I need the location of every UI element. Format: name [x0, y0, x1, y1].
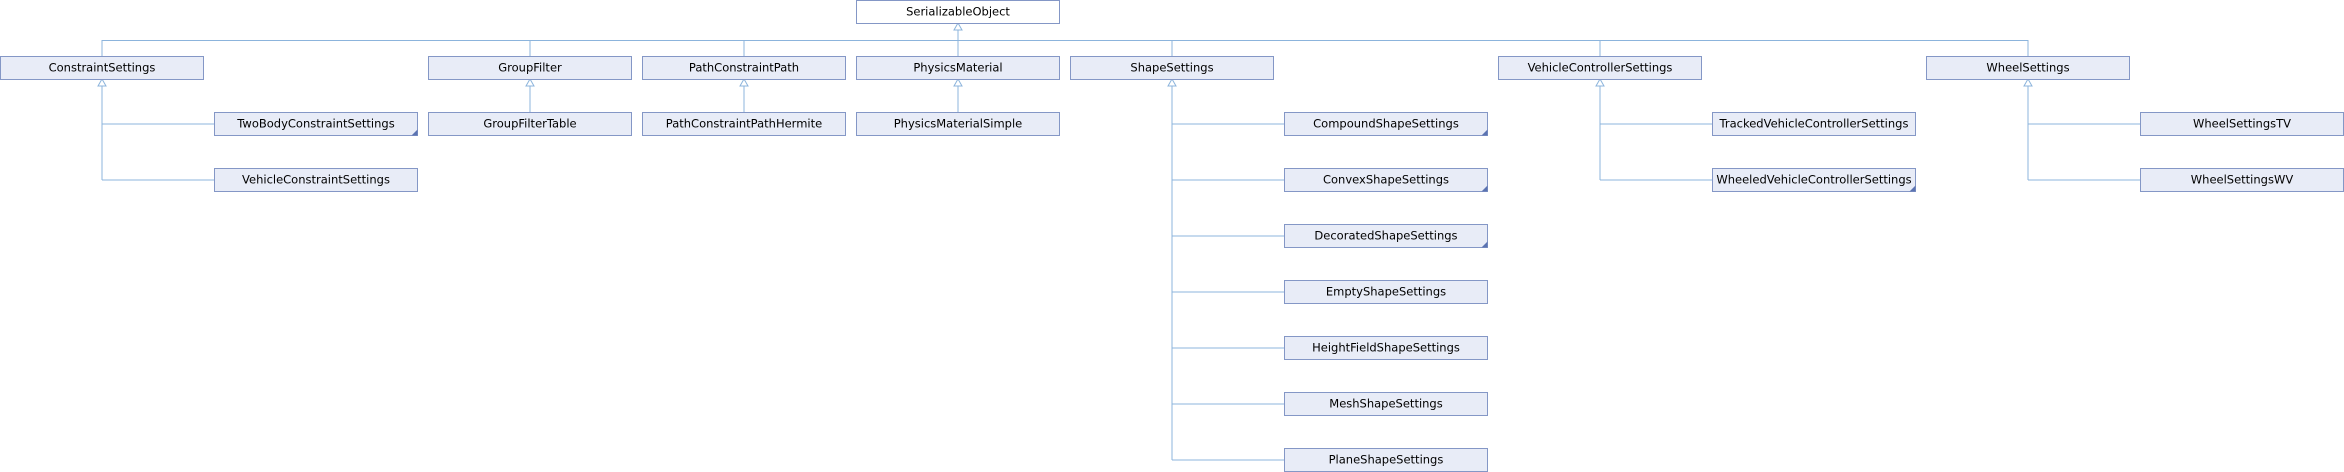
class-label: GroupFilter: [498, 61, 562, 75]
class-node-root[interactable]: SerializableObject: [856, 0, 1060, 24]
class-box: [856, 0, 1060, 24]
class-label: ConvexShapeSettings: [1323, 173, 1449, 187]
class-label: ConstraintSettings: [49, 61, 156, 75]
more-subclasses-indicator-icon: [1481, 241, 1488, 248]
class-box: [0, 56, 204, 80]
class-node-wheelwv[interactable]: WheelSettingsWV: [2140, 168, 2344, 192]
more-subclasses-indicator-icon: [411, 129, 418, 136]
edge-arrowhead-n_vehiclectrl: [1595, 77, 1605, 87]
edge-arrowhead-n_wheel: [2023, 77, 2033, 87]
edge-arrowhead-n_groupfilter: [525, 77, 535, 87]
class-label: HeightFieldShapeSettings: [1312, 341, 1460, 355]
class-box: [856, 56, 1060, 80]
class-label: DecoratedShapeSettings: [1314, 229, 1457, 243]
class-label: WheeledVehicleControllerSettings: [1716, 173, 1911, 187]
class-box: [1284, 280, 1488, 304]
class-node-wheeled[interactable]: WheeledVehicleControllerSettings: [1712, 168, 1916, 192]
class-node-constraint[interactable]: ConstraintSettings: [0, 56, 204, 80]
class-node-vehicleconstraint[interactable]: VehicleConstraintSettings: [214, 168, 418, 192]
class-label: PlaneShapeSettings: [1329, 453, 1444, 467]
class-label: PathConstraintPath: [689, 61, 799, 75]
class-node-groupfilter[interactable]: GroupFilter: [428, 56, 632, 80]
class-node-heightfield[interactable]: HeightFieldShapeSettings: [1284, 336, 1488, 360]
class-node-pathhermite[interactable]: PathConstraintPathHermite: [642, 112, 846, 136]
class-node-physmat[interactable]: PhysicsMaterial: [856, 56, 1060, 80]
class-label: WheelSettingsTV: [2193, 117, 2291, 131]
class-node-pathconstraint[interactable]: PathConstraintPath: [642, 56, 846, 80]
class-node-empty[interactable]: EmptyShapeSettings: [1284, 280, 1488, 304]
class-box: [1498, 56, 1702, 80]
class-label: TrackedVehicleControllerSettings: [1719, 117, 1909, 131]
class-label: WheelSettings: [1986, 61, 2069, 75]
class-box: [856, 112, 1060, 136]
class-box: [1712, 168, 1916, 192]
edge-root-arrowhead: [953, 21, 963, 31]
class-node-twobody[interactable]: TwoBodyConstraintSettings: [214, 112, 418, 136]
class-label: SerializableObject: [906, 5, 1010, 19]
class-node-plane[interactable]: PlaneShapeSettings: [1284, 448, 1488, 472]
class-label: PhysicsMaterial: [913, 61, 1002, 75]
edge-arrowhead-n_physmat: [953, 77, 963, 87]
class-label: MeshShapeSettings: [1329, 397, 1442, 411]
class-box: [1070, 56, 1274, 80]
class-box: [428, 56, 632, 80]
class-node-vehiclectrl[interactable]: VehicleControllerSettings: [1498, 56, 1702, 80]
class-label: PathConstraintPathHermite: [666, 117, 822, 131]
class-node-wheeltv[interactable]: WheelSettingsTV: [2140, 112, 2344, 136]
class-label: CompoundShapeSettings: [1313, 117, 1459, 131]
inheritance-edges: [97, 21, 2140, 461]
class-node-wheel[interactable]: WheelSettings: [1926, 56, 2130, 80]
edge-arrowhead-n_shape: [1167, 77, 1177, 87]
class-box: [1712, 112, 1916, 136]
class-node-mesh[interactable]: MeshShapeSettings: [1284, 392, 1488, 416]
class-box: [1926, 56, 2130, 80]
edge-arrowhead-n_constraint: [97, 77, 107, 87]
more-subclasses-indicator-icon: [1481, 129, 1488, 136]
class-node-groupfiltertable[interactable]: GroupFilterTable: [428, 112, 632, 136]
class-label: WheelSettingsWV: [2191, 173, 2294, 187]
class-label: VehicleControllerSettings: [1528, 61, 1673, 75]
class-node-tracked[interactable]: TrackedVehicleControllerSettings: [1712, 112, 1916, 136]
class-node-decorated[interactable]: DecoratedShapeSettings: [1284, 224, 1488, 248]
class-label: PhysicsMaterialSimple: [894, 117, 1023, 131]
class-box: [428, 112, 632, 136]
edge-arrowhead-n_pathconstraint: [739, 77, 749, 87]
class-box: [1284, 168, 1488, 192]
class-box: [642, 56, 846, 80]
class-box: [1284, 112, 1488, 136]
class-label: GroupFilterTable: [483, 117, 576, 131]
class-box: [1284, 336, 1488, 360]
class-box: [214, 168, 418, 192]
class-node-compound[interactable]: CompoundShapeSettings: [1284, 112, 1488, 136]
class-label: VehicleConstraintSettings: [242, 173, 390, 187]
class-box: [642, 112, 846, 136]
class-box: [1284, 392, 1488, 416]
more-subclasses-indicator-icon: [1481, 185, 1488, 192]
class-node-physmatsimple[interactable]: PhysicsMaterialSimple: [856, 112, 1060, 136]
class-node-convex[interactable]: ConvexShapeSettings: [1284, 168, 1488, 192]
class-node-shape[interactable]: ShapeSettings: [1070, 56, 1274, 80]
class-box: [214, 112, 418, 136]
class-label: EmptyShapeSettings: [1326, 285, 1446, 299]
class-label: TwoBodyConstraintSettings: [236, 117, 394, 131]
class-box: [1284, 224, 1488, 248]
class-label: ShapeSettings: [1130, 61, 1213, 75]
more-subclasses-indicator-icon: [1909, 185, 1916, 192]
